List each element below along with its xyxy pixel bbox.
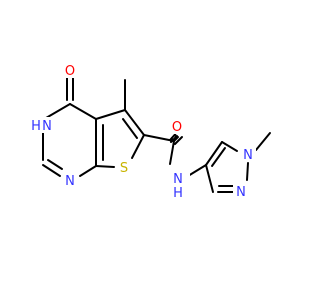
atom-o-amide: O bbox=[172, 120, 182, 135]
bond-n1pz-n2pz bbox=[246, 162, 249, 181]
bond-c4-n3 bbox=[45, 103, 71, 119]
bond-c2-n1 bbox=[42, 164, 61, 177]
bond-c5-c6 bbox=[124, 109, 145, 136]
bond-nh-c4pz bbox=[187, 164, 207, 177]
atom-n3-h: H bbox=[31, 119, 41, 134]
bond-c3pz-c4pz bbox=[205, 164, 214, 193]
bond-c4a-c5 bbox=[95, 109, 126, 120]
atom-n-amide: N bbox=[173, 172, 183, 187]
atom-n3: N bbox=[42, 119, 52, 134]
molecule-structure: O H N N S O N H N N bbox=[30, 62, 271, 201]
bonds bbox=[42, 76, 271, 193]
atom-s: S bbox=[120, 161, 128, 176]
bond-c4-c4a bbox=[69, 103, 97, 120]
bond-camide-n bbox=[169, 140, 175, 165]
atom-n2-pyrazole: N bbox=[236, 185, 246, 200]
molecule-svg: O H N N S O N H N N bbox=[30, 62, 271, 201]
bond-n1pz-methyl bbox=[255, 132, 271, 151]
bond-c6-s bbox=[131, 134, 145, 159]
atom-o-carbonyl: O bbox=[65, 64, 75, 79]
bond-camide-o-up bbox=[173, 135, 177, 142]
bond-c5pz-n1pz bbox=[221, 141, 238, 152]
atom-labels: O H N N S O N H N N bbox=[30, 62, 256, 201]
atom-n1: N bbox=[65, 174, 75, 189]
bond-c5-c6-double bbox=[122, 118, 138, 139]
bond-c2-n1-double bbox=[47, 159, 63, 170]
atom-n-amide-h: H bbox=[173, 186, 183, 201]
bond-s-c7a bbox=[95, 165, 115, 168]
bond-c4pz-c5pz-double bbox=[211, 147, 226, 167]
bond-c4pz-c5pz bbox=[205, 141, 223, 166]
bond-n1-c7a bbox=[79, 165, 97, 177]
bond-camide-co-right bbox=[174, 136, 183, 145]
atom-n1-pyrazole: N bbox=[243, 148, 253, 163]
